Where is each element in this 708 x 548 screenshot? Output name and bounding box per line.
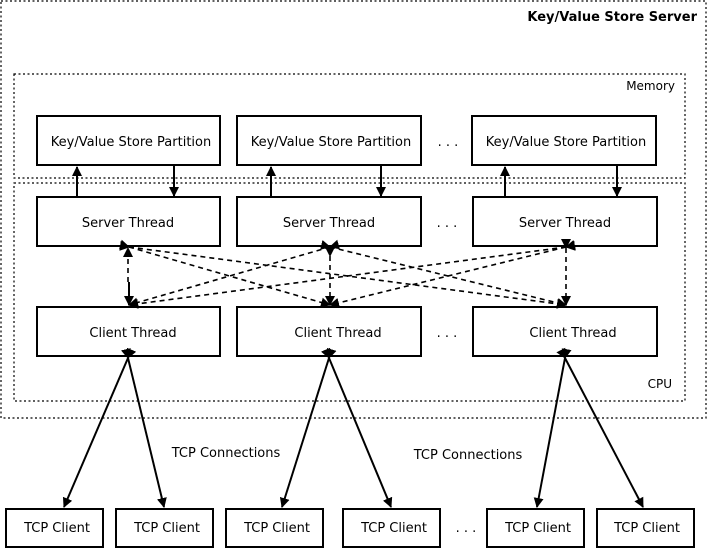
partition-box-2: [236, 115, 422, 166]
tcp-connections-label-2: TCP Connections: [413, 448, 523, 463]
partition-label-3: Key/Value Store Partition: [486, 135, 646, 150]
partition-box-1: [36, 115, 221, 166]
tcp-client-box-3: [225, 508, 324, 548]
server-thread-box-3: [472, 196, 658, 247]
server-boundary: [0, 0, 707, 419]
tcp-client-box-6: [596, 508, 695, 548]
tcp-client-ellipsis: . . .: [456, 521, 477, 536]
server-thread-box-1: [36, 196, 221, 247]
client-thread-label-1: Client Thread: [89, 326, 176, 341]
partition-ellipsis: . . .: [438, 135, 459, 150]
tcp-link-ct3-client5: [533, 348, 572, 508]
client-thread-label-3: Client Thread: [529, 326, 616, 341]
tcp-link-ct2-client4: [320, 347, 393, 508]
partition-box-3: [471, 115, 657, 166]
tcp-link-ct1-client1: [62, 347, 137, 508]
cpu-label: CPU: [648, 377, 672, 391]
tcp-link-ct1-client2: [121, 348, 167, 508]
tcp-client-label-5: TCP Client: [504, 521, 571, 536]
tcp-client-box-1: [5, 508, 104, 548]
tcp-client-label-1: TCP Client: [23, 521, 90, 536]
server-title: Key/Value Store Server: [527, 10, 697, 25]
tcp-client-label-4: TCP Client: [360, 521, 427, 536]
tcp-client-box-5: [486, 508, 585, 548]
tcp-link-ct2-client3: [279, 347, 337, 508]
dashed-link-s3-c2: [329, 239, 576, 308]
tcp-client-label-3: TCP Client: [243, 521, 310, 536]
client-thread-label-2: Client Thread: [294, 326, 381, 341]
server-thread-label-2: Server Thread: [283, 216, 375, 231]
tcp-client-label-2: TCP Client: [133, 521, 200, 536]
server-thread-label-3: Server Thread: [519, 216, 611, 231]
tcp-client-box-2: [115, 508, 214, 548]
tcp-link-ct3-client6: [556, 347, 644, 508]
tcp-client-label-6: TCP Client: [613, 521, 680, 536]
tcp-client-box-4: [342, 508, 441, 548]
memory-label: Memory: [626, 79, 675, 93]
tcp-connections-label-1: TCP Connections: [171, 446, 281, 461]
partition-label-1: Key/Value Store Partition: [51, 135, 211, 150]
partition-label-2: Key/Value Store Partition: [251, 135, 411, 150]
server-thread-ellipsis: . . .: [437, 216, 458, 231]
server-thread-label-1: Server Thread: [82, 216, 174, 231]
client-thread-ellipsis: . . .: [437, 326, 458, 341]
